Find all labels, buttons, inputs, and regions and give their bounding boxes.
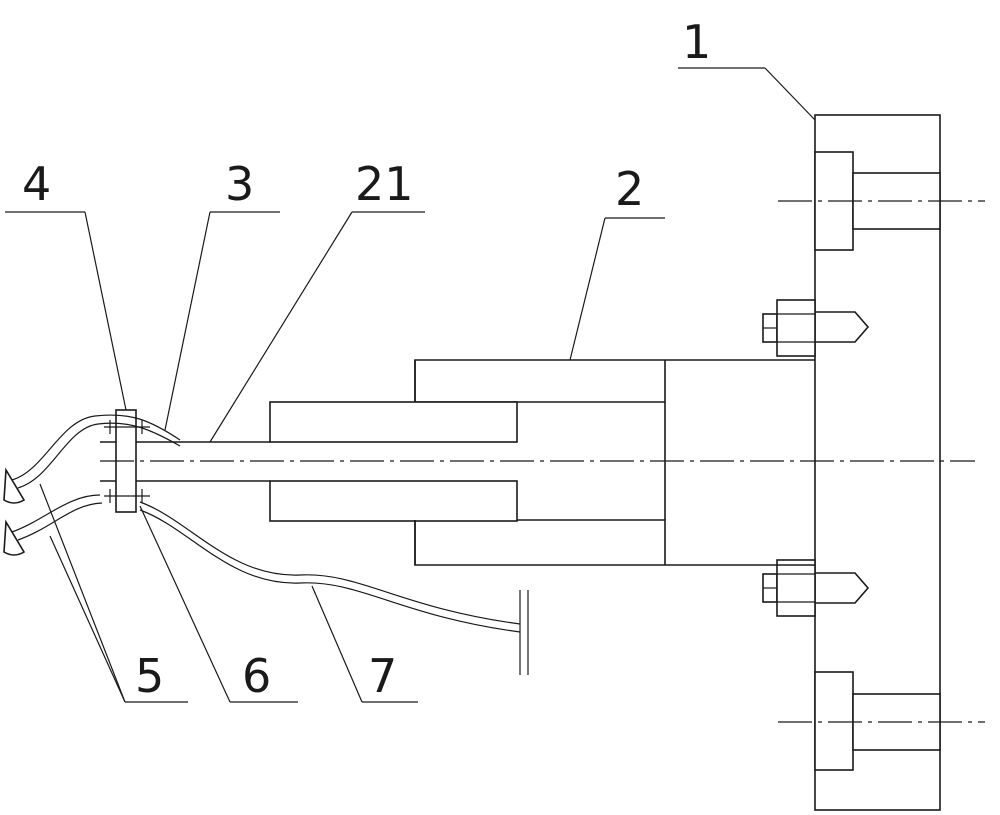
flange-plate	[814, 114, 941, 811]
center-lines	[100, 200, 985, 723]
label-part-5: 5	[135, 649, 164, 703]
air-hoses	[11, 414, 529, 675]
label-part-1: 1	[682, 15, 711, 69]
leader-lines	[5, 67, 816, 703]
label-part-21: 21	[355, 157, 414, 211]
stepped-shaft	[269, 359, 815, 566]
label-part-7: 7	[368, 649, 397, 703]
label-part-3: 3	[225, 157, 254, 211]
suction-cups	[3, 467, 26, 556]
label-part-2: 2	[615, 162, 644, 216]
label-part-4: 4	[22, 157, 51, 211]
upper-bolt	[762, 299, 816, 357]
label-part-6: 6	[242, 649, 271, 703]
lower-bolt	[762, 559, 816, 617]
